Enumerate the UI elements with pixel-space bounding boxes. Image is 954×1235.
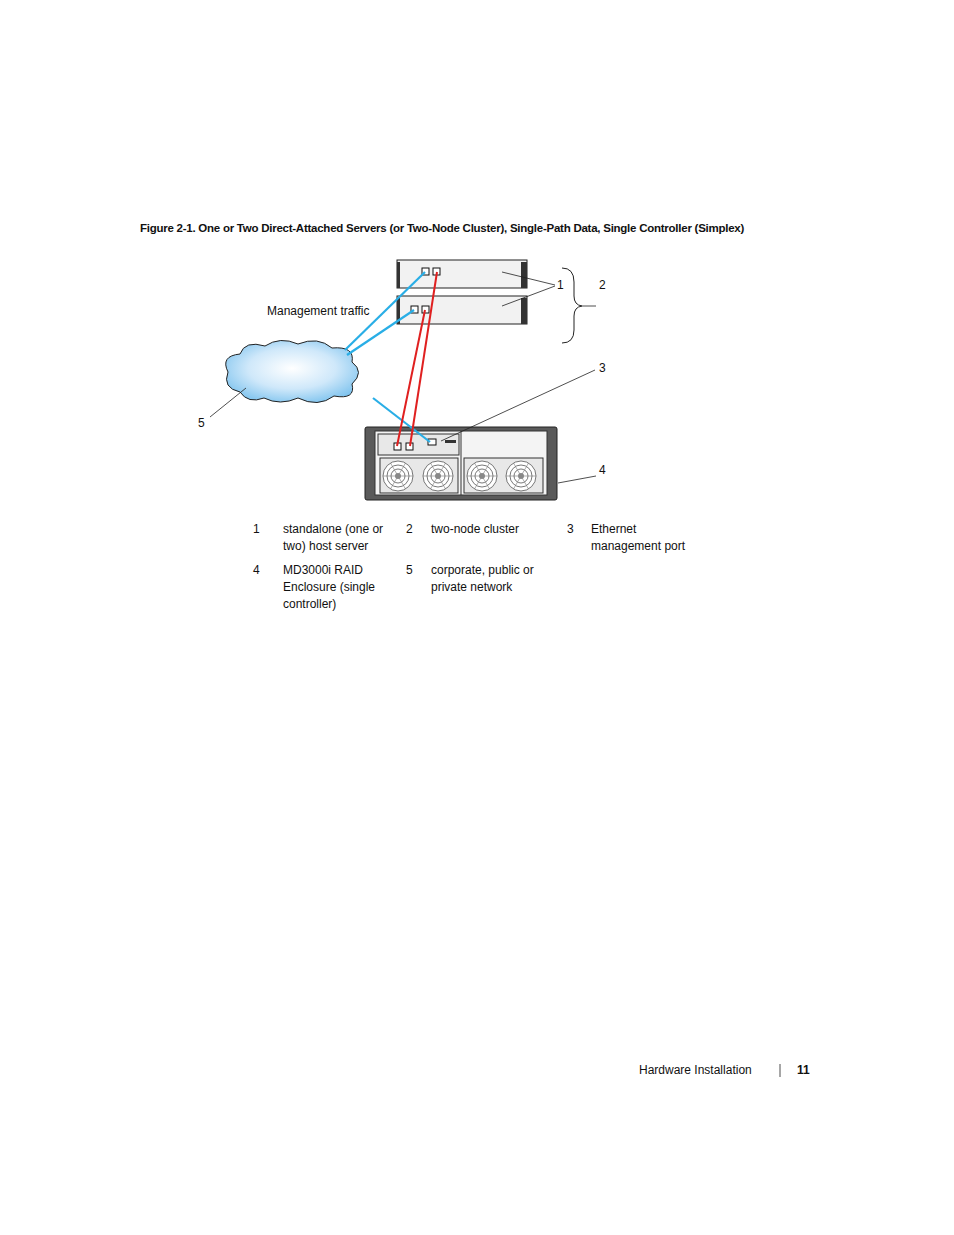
leader-line — [210, 388, 246, 417]
server-bottom — [397, 296, 527, 324]
bracket — [562, 268, 582, 343]
fan — [383, 461, 536, 491]
fan — [479, 473, 485, 479]
fan — [467, 461, 497, 491]
callout-number: 4 — [599, 462, 606, 479]
callout-number: 2 — [599, 277, 606, 294]
leader-line — [558, 476, 596, 483]
fan — [423, 461, 453, 491]
raid-enclosure — [365, 427, 557, 500]
server-bottom — [397, 296, 527, 324]
legend-number: 3 — [567, 521, 574, 538]
legend-number: 2 — [406, 521, 413, 538]
legend-text: two-node cluster — [431, 521, 551, 538]
server-top — [397, 260, 527, 288]
figure-title: Figure 2-1. One or Two Direct-Attached S… — [140, 220, 744, 237]
raid-enclosure — [378, 434, 459, 455]
raid-enclosure — [375, 431, 547, 495]
raid-enclosure — [445, 440, 456, 443]
leader-line — [502, 286, 555, 306]
legend-text: corporate, public or private network — [431, 562, 551, 596]
fan — [506, 461, 536, 491]
callout-number: 3 — [599, 360, 606, 377]
raid-enclosure — [461, 431, 462, 495]
leader-line — [582, 306, 596, 307]
server-bottom — [521, 298, 527, 324]
server-top — [397, 262, 400, 288]
fan — [467, 461, 497, 491]
footer-separator — [780, 1064, 781, 1077]
data-cable — [397, 272, 437, 446]
fan — [395, 473, 401, 479]
page-footer: Hardware Installation — [639, 1062, 752, 1079]
server-top — [521, 262, 527, 288]
leader-line — [210, 272, 596, 483]
fan — [435, 473, 441, 479]
raid-enclosure — [464, 458, 543, 493]
fan — [423, 461, 453, 491]
network-cloud — [226, 340, 359, 402]
legend-text: MD3000i RAID Enclosure (single controlle… — [283, 562, 391, 613]
callout-number: 1 — [557, 277, 564, 294]
legend-text: standalone (one or two) host server — [283, 521, 401, 555]
page-number: 11 — [797, 1062, 810, 1079]
network-cloud — [226, 340, 359, 402]
legend-text: Ethernet management port — [591, 521, 703, 555]
raid-enclosure — [365, 427, 557, 500]
management-cable — [345, 272, 430, 442]
fan — [383, 461, 413, 491]
legend-number: 4 — [253, 562, 260, 579]
leader-line — [502, 272, 555, 285]
fan — [506, 461, 536, 491]
leader-line — [441, 370, 595, 441]
fan — [383, 461, 413, 491]
annotation: Management traffic — [265, 303, 372, 320]
legend-number: 5 — [406, 562, 413, 579]
server-top — [397, 260, 527, 288]
callout-number: 5 — [198, 415, 205, 432]
data-cable — [397, 310, 425, 446]
raid-enclosure — [380, 458, 458, 493]
fan — [518, 473, 524, 479]
legend-number: 1 — [253, 521, 260, 538]
bracket — [562, 268, 582, 343]
footer-separator — [780, 1064, 781, 1077]
